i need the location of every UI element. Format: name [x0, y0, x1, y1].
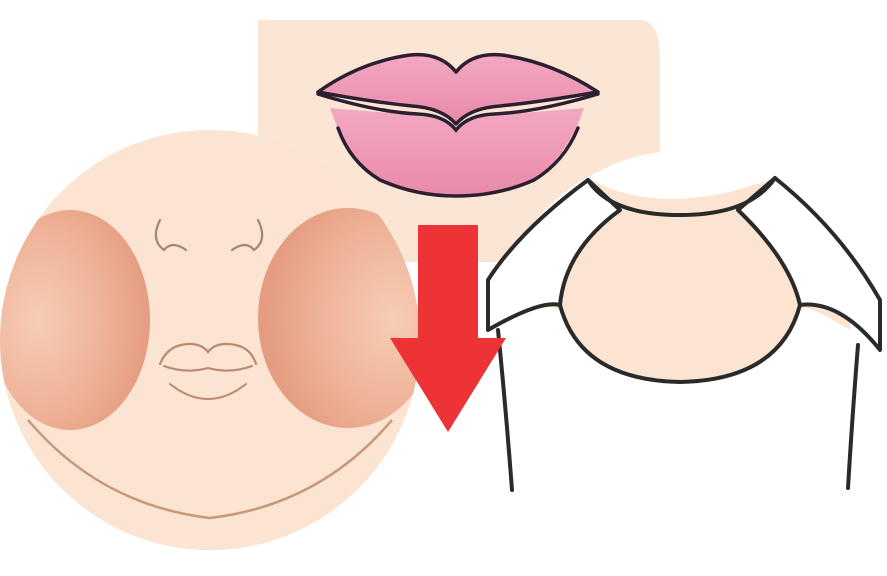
- neck: [128, 500, 298, 576]
- shoulder-panel: [488, 150, 887, 550]
